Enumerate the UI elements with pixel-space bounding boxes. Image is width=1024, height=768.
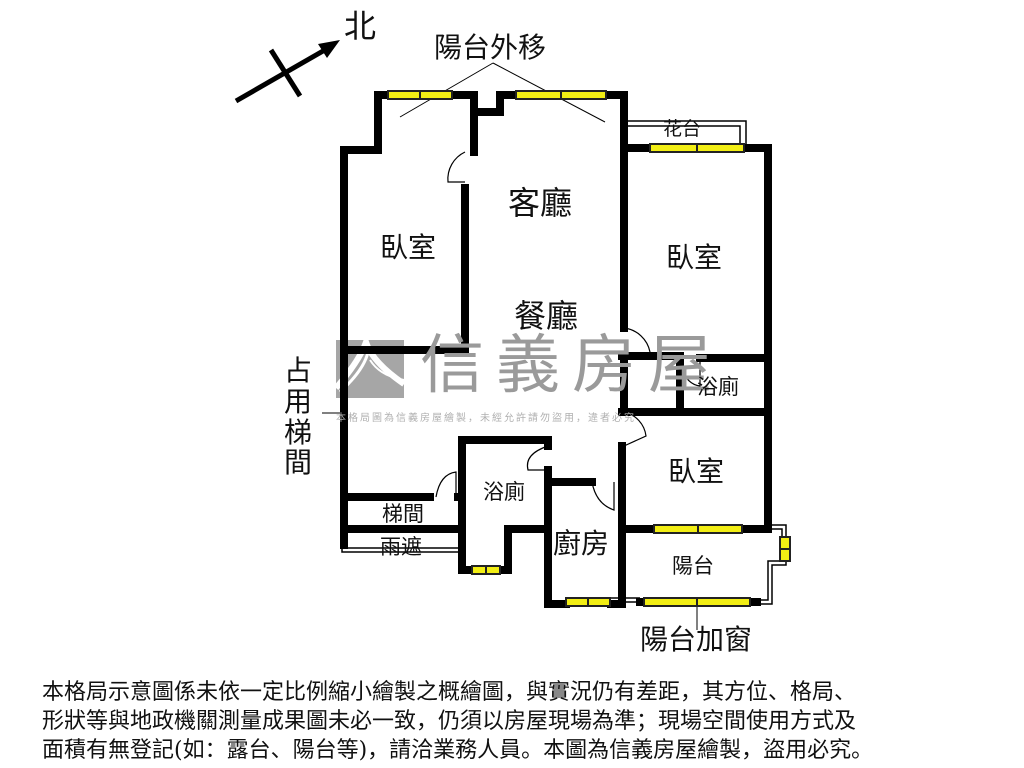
watermark-brand: 信義房屋 [420,329,724,403]
room-bathroom-right: 浴廁 [697,375,739,399]
occupied-stairwell-label: 占 用 梯 間 [281,354,315,480]
disclaimer: 本格局示意圖係未依一定比例縮小繪製之概繪圖，與實況仍有差距，其方位、格局、 形狀… [42,678,1002,765]
door-swings [435,151,701,511]
north-label: 北 [344,7,377,45]
room-balcony: 陽台 [672,554,714,578]
room-planter: 花台 [663,118,702,140]
room-living: 客廳 [508,184,573,222]
north-arrow-icon [234,40,340,104]
room-bedroom-right-top: 臥室 [666,241,723,274]
occupied-stairwell-char: 占 [283,354,312,387]
watermark-notice: 本格局圖為信義房屋繪製，未經允許請勿盜用，違者必究 [336,413,636,424]
room-stairwell: 梯間 [382,502,424,526]
room-bathroom-center: 浴廁 [483,480,525,504]
occupied-stairwell-char: 用 [283,384,312,418]
room-bedroom-left: 臥室 [380,231,437,264]
room-rain-shelter: 雨遮 [380,535,422,559]
windows [387,90,791,607]
occupied-stairwell-char: 梯 [283,415,312,449]
room-bedroom-right-bottom: 臥室 [668,455,725,488]
disclaimer-line: 面積有無登記(如：露台、陽台等)，請洽業務人員。本圖為信義房屋繪製，盜用必究。 [42,738,874,763]
disclaimer-line: 形狀等與地政機關測量成果圖未必一致，仍須以房屋現場為準；現場空間使用方式及 [42,709,857,734]
disclaimer-line: 本格局示意圖係未依一定比例縮小繪製之概繪圖，與實況仍有差距，其方位、格局、 [42,680,857,705]
occupied-stairwell-char: 間 [283,446,312,480]
walls [340,91,772,608]
balcony-window-added-label: 陽台加窗 [640,623,753,656]
balcony-moved-out-label: 陽台外移 [434,31,547,64]
room-dining: 餐廳 [514,297,579,335]
room-kitchen: 廚房 [553,527,610,560]
